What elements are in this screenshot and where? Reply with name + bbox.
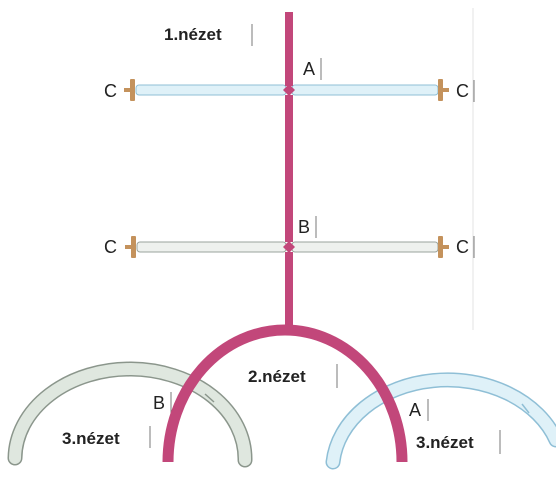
vertical-rod-bottom (285, 252, 293, 328)
view-3-left-label: 3.nézet (62, 429, 120, 448)
magenta-arch (162, 324, 408, 463)
vertical-magenta-rod (283, 12, 295, 328)
point-a-arc-label: A (409, 400, 421, 420)
right-arc-seam (521, 403, 530, 414)
mid-rod-left-half (136, 241, 287, 253)
vertical-rod-top (285, 12, 293, 86)
top-rod-right-half (291, 84, 439, 96)
view-2-group: 2.nézet (162, 324, 408, 463)
view-2-label: 2.nézet (248, 367, 306, 386)
view-1-group: 1.nézet A B C C C C (104, 12, 475, 328)
point-c-mid-left-label: C (104, 237, 117, 257)
mid-right-bracket (438, 236, 449, 258)
joint-b (283, 241, 295, 253)
right-arc-fill (327, 373, 556, 468)
top-right-bracket (438, 79, 449, 101)
point-b-arc-label: B (153, 393, 165, 413)
mid-rod-right-half (291, 241, 439, 253)
view-3-right-label: 3.nézet (416, 433, 474, 452)
left-arc-fill (9, 363, 252, 466)
view-3-right-group: 3.nézet A (325, 372, 556, 470)
left-arc-seam (204, 393, 215, 403)
middle-horizontal-rod (125, 236, 449, 258)
top-rod-left-half (135, 84, 287, 96)
mid-left-bracket (125, 236, 136, 258)
vertical-rod-middle (285, 95, 293, 242)
view-1-label: 1.nézet (164, 25, 222, 44)
point-c-top-right-label: C (456, 81, 469, 101)
point-a-label: A (303, 59, 315, 79)
view-3-left-group: 3.nézet B (7, 361, 253, 468)
left-arc-outline (7, 361, 253, 468)
point-b-label: B (298, 217, 310, 237)
point-c-mid-right-label: C (456, 237, 469, 257)
top-horizontal-rod (124, 79, 449, 101)
top-left-bracket (124, 79, 135, 101)
point-c-top-left-label: C (104, 81, 117, 101)
joint-a (283, 84, 295, 96)
